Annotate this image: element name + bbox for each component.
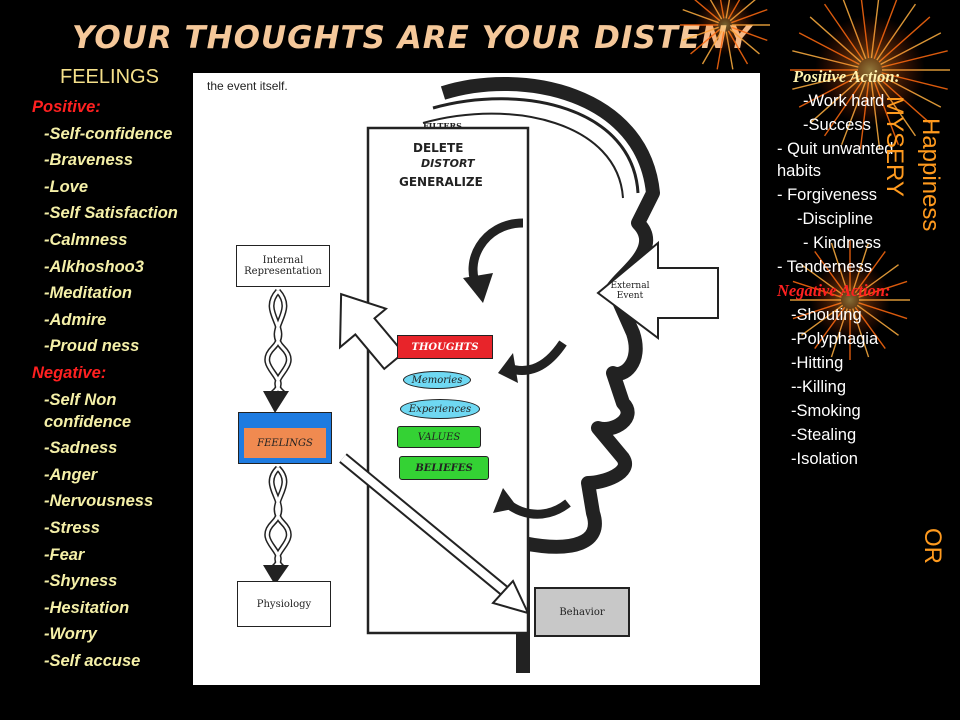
feeling-item: -Alkhoshoo3 — [44, 257, 144, 276]
feeling-item: -Fear — [44, 545, 85, 564]
internal-representation-box: Internal Representation — [236, 245, 330, 287]
values-box: VALUES — [397, 426, 481, 448]
behavior-box: Behavior — [534, 587, 630, 637]
action-item: -Shouting — [791, 306, 862, 324]
action-item: -Success — [803, 116, 871, 134]
feeling-item: -Stress — [44, 518, 100, 537]
physiology-box: Physiology — [237, 581, 331, 627]
action-item: --Killing — [791, 378, 847, 396]
action-item: - Forgiveness — [777, 186, 877, 204]
fireworks-decoration — [680, 0, 950, 360]
feeling-item: -Anger — [44, 465, 98, 484]
feeling-item: -Admire — [44, 310, 107, 329]
action-category-heading: Positive Action: — [793, 67, 901, 86]
memories-pill: Memories — [403, 371, 471, 389]
feelings-box: FEELINGS — [244, 428, 326, 458]
slide-title: YOUR THOUGHTS ARE YOUR DISTENY — [72, 20, 752, 56]
feelings-heading: FEELINGS — [60, 66, 159, 88]
actions-list: Positive Action: -Work hard -Success - Quit… — [777, 66, 907, 472]
feelings-category-heading: Negative: — [32, 363, 107, 382]
feelings-category-heading: Positive: — [32, 98, 101, 116]
feeling-item: -Proud ness — [44, 337, 140, 356]
thoughts-box: THOUGHTS — [397, 335, 493, 359]
action-item: - Quit unwanted habits — [777, 140, 894, 180]
feeling-item: -Braveness — [44, 151, 133, 170]
feeling-item: -Shyness — [44, 572, 118, 591]
feeling-item: -Self Satisfaction — [44, 204, 178, 223]
action-item: -Polyphagia — [791, 330, 879, 348]
action-item: -Isolation — [791, 450, 858, 468]
feelings-list: Positive: -Self-confidence -Braveness -Love… — [32, 96, 194, 676]
feeling-item: -Love — [44, 177, 89, 196]
block-arrow-icon — [338, 292, 405, 371]
action-item: - Tenderness — [777, 258, 873, 276]
event-caption: the event itself. — [207, 79, 288, 93]
feeling-item: -Calmness — [44, 230, 128, 249]
distort-label: DISTORT — [421, 157, 475, 170]
or-label: OR — [919, 528, 946, 564]
feeling-item: -Worry — [44, 625, 97, 644]
action-item: -Smoking — [791, 402, 861, 420]
action-item: - Kindness — [803, 234, 881, 252]
external-event-arrow-icon — [596, 240, 719, 340]
filters-label: FILTERS — [423, 121, 462, 131]
action-item: -Work hard — [803, 92, 885, 110]
head-profile-icon — [440, 77, 660, 673]
happiness-label: Happiness — [917, 118, 944, 232]
generalize-label: GENERALIZE — [399, 175, 483, 189]
feeling-item: -Sadness — [44, 439, 118, 458]
feelings-box-frame: FEELINGS — [238, 412, 332, 464]
feeling-item: -Self-confidence — [44, 124, 173, 143]
mysery-label: MYSERY — [881, 96, 908, 197]
arrow-head-icon — [491, 579, 530, 615]
external-event-label: External Event — [610, 281, 650, 301]
action-item: -Discipline — [797, 210, 874, 228]
action-item: -Hitting — [791, 354, 844, 372]
action-item: -Stealing — [791, 426, 857, 444]
delete-label: DELETE — [413, 141, 464, 155]
feeling-item: -Self Non confidence — [44, 390, 132, 431]
feeling-item: -Nervousness — [44, 492, 154, 511]
nlp-diagram: the event itself. FILTERS DELETE DISTORT… — [193, 73, 760, 685]
experiences-pill: Experiences — [400, 399, 480, 419]
feeling-item: -Meditation — [44, 284, 132, 303]
beliefs-box: BELIEFES — [399, 456, 489, 480]
action-category-heading: Negative Action: — [777, 281, 891, 300]
feeling-item: -Self accuse — [44, 651, 141, 670]
feeling-item: -Hesitation — [44, 598, 130, 617]
